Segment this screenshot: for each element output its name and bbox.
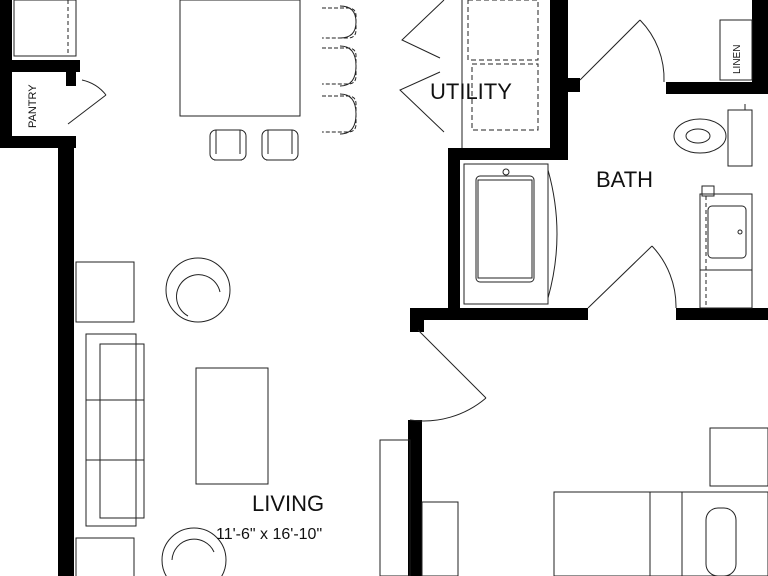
pillow [705, 507, 737, 576]
wall-segment [410, 308, 424, 332]
wall-segment [666, 82, 768, 94]
wall-segment [448, 148, 460, 320]
end-table [75, 537, 135, 576]
pantry-shelf [13, 0, 77, 57]
bath-door-swing [639, 19, 665, 83]
living-dimensions: 11'-6" x 16'-10" [216, 526, 322, 543]
wall-segment [410, 308, 588, 320]
dryer [471, 63, 539, 131]
coffee-table [195, 367, 269, 485]
dining-chair [261, 129, 299, 161]
bar-stool [322, 5, 357, 39]
linen-label: LINEN [732, 45, 743, 74]
bath-label: BATH [596, 167, 653, 192]
vanity [699, 185, 753, 309]
pantry-door-swing [81, 79, 107, 96]
armchair [161, 527, 227, 576]
nightstand [709, 427, 768, 487]
wall-segment [0, 0, 12, 148]
bedroom-dresser [421, 501, 459, 576]
wall-segment [448, 148, 568, 160]
bedroom-door-swing [409, 397, 487, 422]
wall-segment [676, 308, 768, 320]
wall-segment [58, 136, 74, 576]
utility-label: UTILITY [430, 79, 512, 104]
bar-stool [322, 45, 357, 87]
bath-door-leaf [587, 245, 653, 309]
wall-segment [408, 420, 422, 576]
sofa [85, 333, 145, 527]
bed [553, 491, 768, 576]
wall-segment [550, 0, 568, 160]
living-closet [379, 439, 411, 576]
bedroom-door-leaf [417, 329, 487, 399]
end-table [75, 261, 135, 323]
utility-bifold-door [399, 71, 445, 133]
dining-chair [209, 129, 247, 161]
kitchen-island-group [179, 0, 357, 161]
bar-stool [322, 93, 357, 135]
bath-door-leaf [579, 19, 641, 81]
utility-room [399, 0, 539, 148]
washer [467, 0, 539, 61]
wall-segment [752, 0, 768, 94]
bath-room [463, 19, 753, 309]
wall-segment [0, 136, 76, 148]
bath-door-swing [651, 245, 677, 309]
bathtub [463, 163, 558, 305]
wall-segment [66, 72, 76, 86]
living-room [75, 257, 768, 576]
pantry-door-leaf [67, 94, 107, 125]
toilet [673, 104, 753, 167]
wall-segment [0, 60, 80, 72]
pantry-label: PANTRY [27, 84, 39, 128]
kitchen-island [179, 0, 301, 117]
wall-segment [566, 78, 580, 92]
living-label: LIVING [252, 491, 324, 516]
pantry [13, 0, 107, 125]
armchair [165, 257, 231, 323]
utility-bifold-door [401, 0, 445, 59]
